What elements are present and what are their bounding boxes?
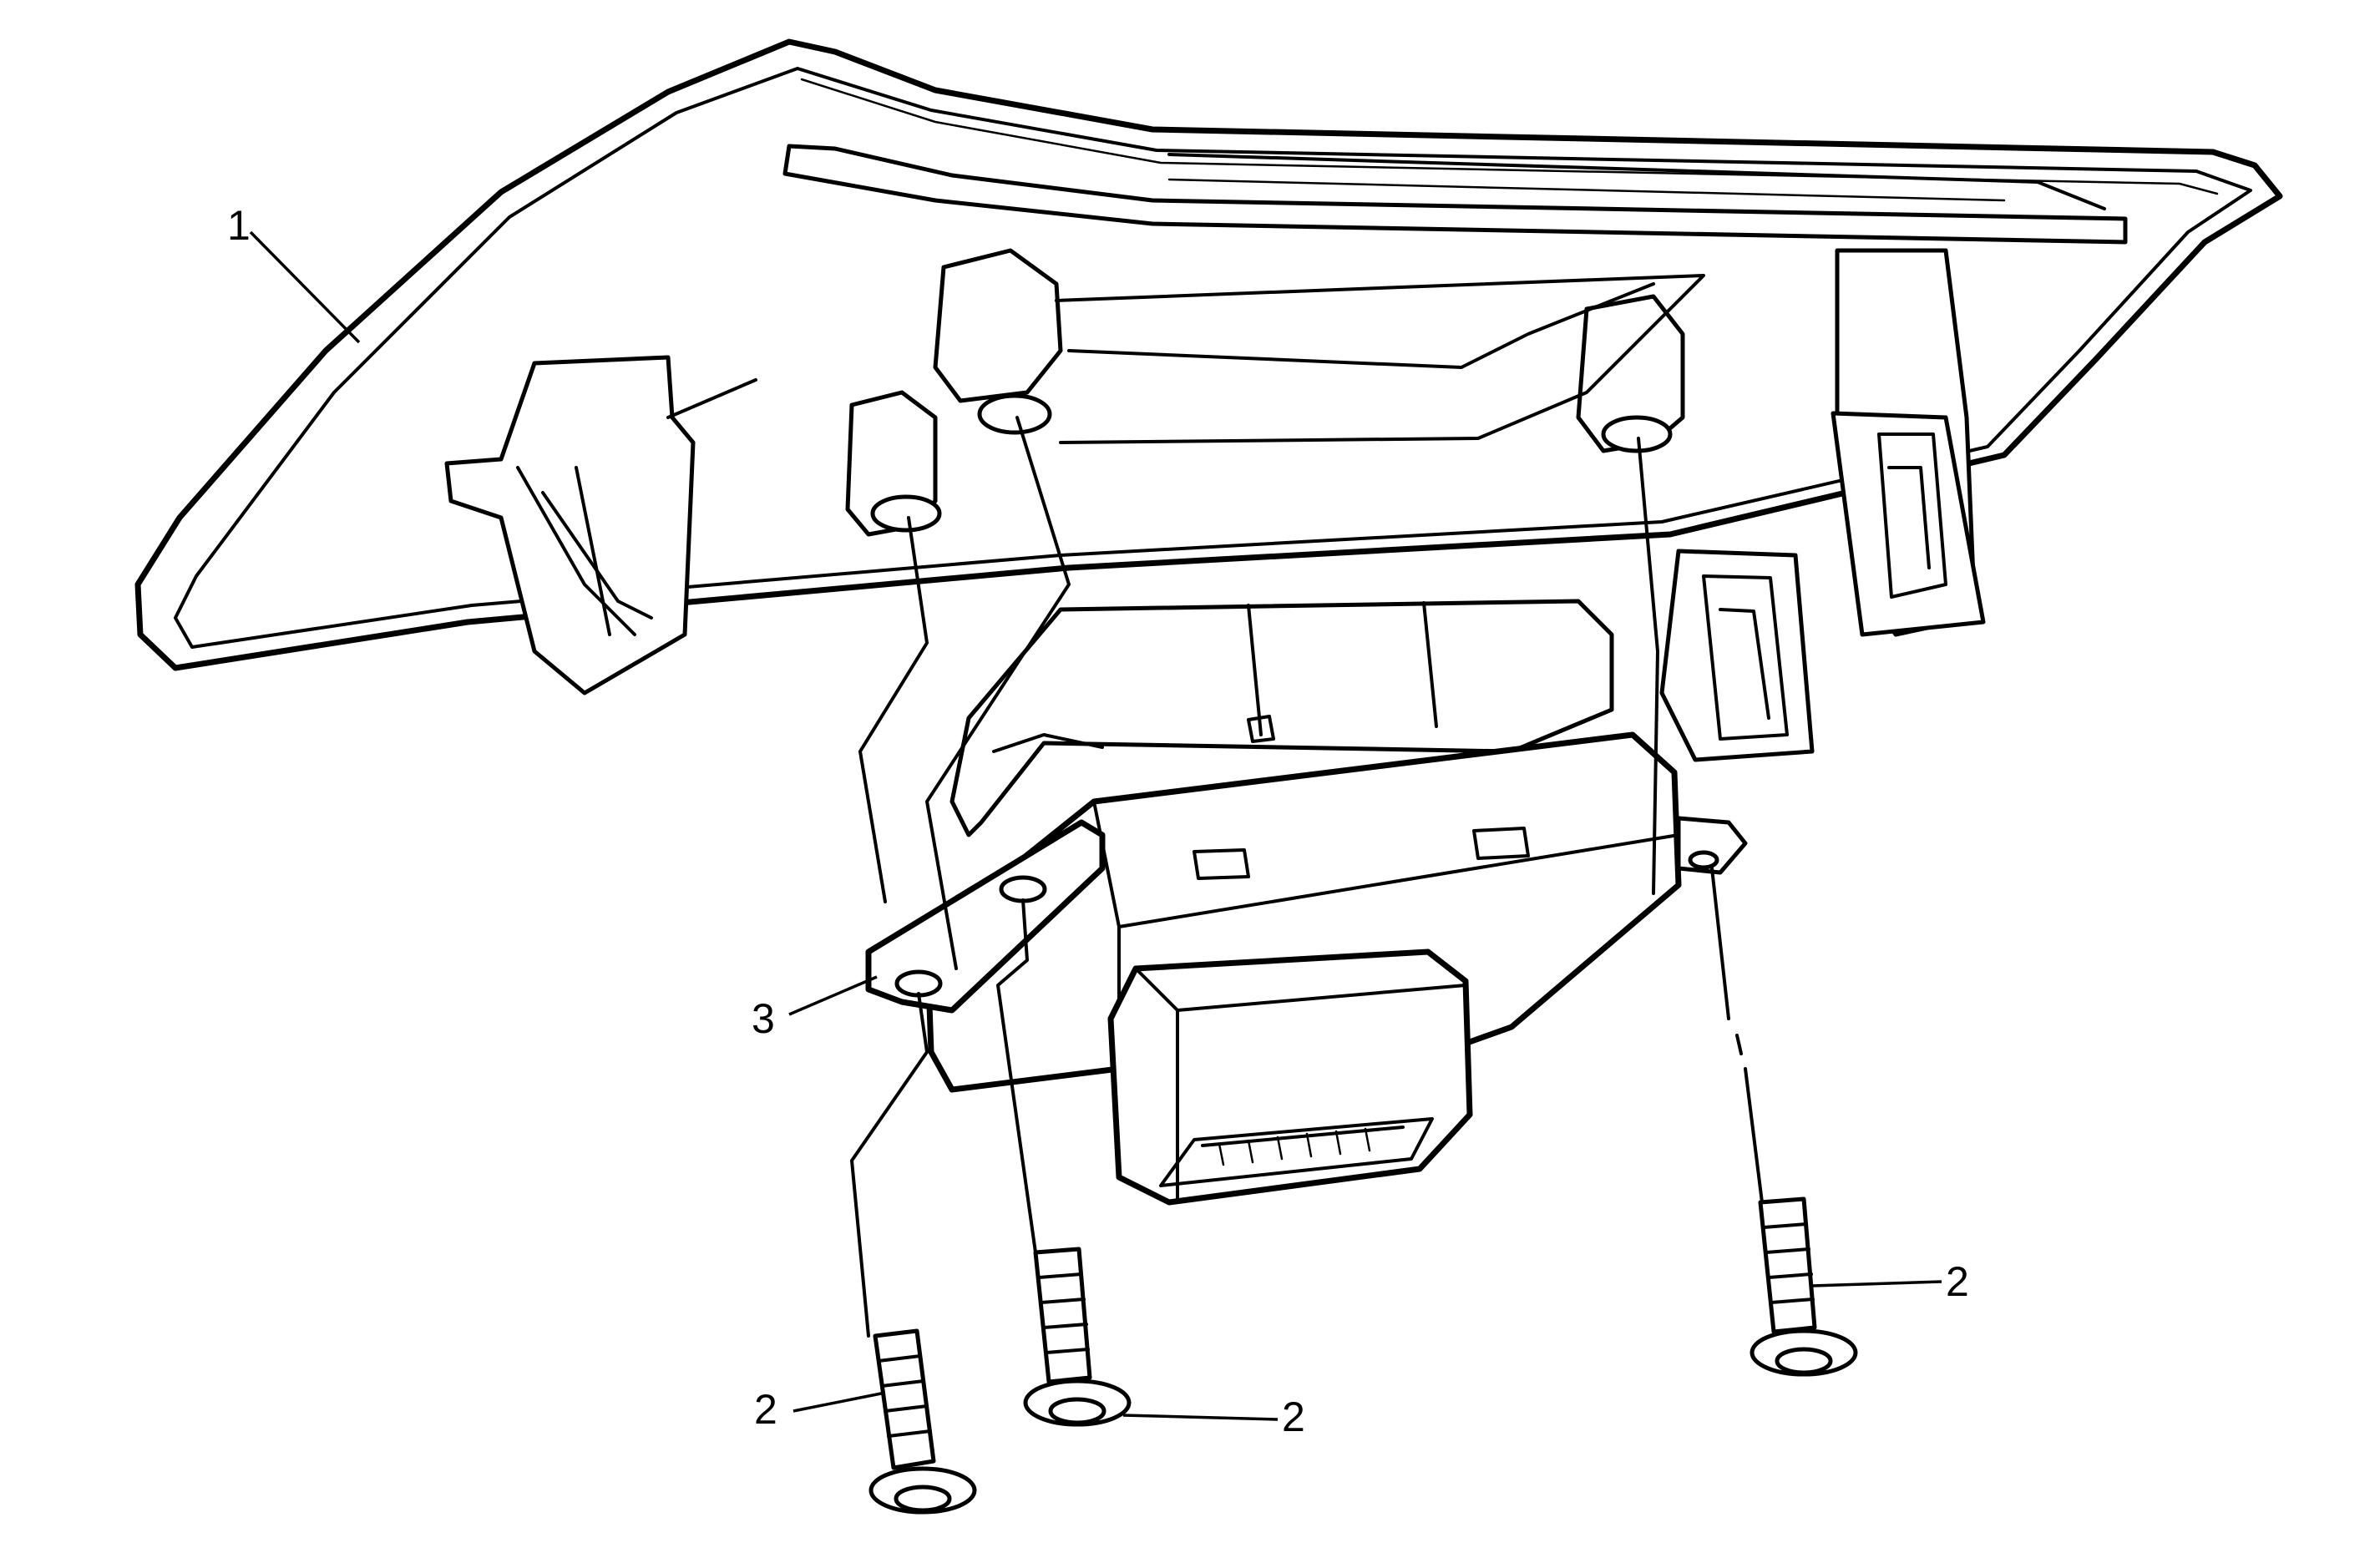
leader-3 <box>788 975 878 1016</box>
leader-lines <box>249 230 1942 1421</box>
callout-part-1: 1 <box>227 202 251 249</box>
callout-part-2-middle: 2 <box>1282 1394 1305 1440</box>
screw-right <box>1750 1196 1858 1377</box>
screw-middle <box>1023 1247 1132 1427</box>
trim-panel <box>134 38 2283 762</box>
module <box>865 599 1748 1206</box>
leader-2c <box>1811 1280 1942 1287</box>
leader-2b <box>1122 1414 1279 1421</box>
screw-left <box>868 1328 977 1515</box>
callout-part-2-right: 2 <box>1946 1258 1969 1305</box>
explode-lines <box>850 416 1764 1338</box>
callout-part-3: 3 <box>752 995 775 1042</box>
leader-2a <box>792 1391 886 1413</box>
callout-part-2-left: 2 <box>754 1386 777 1433</box>
leader-1 <box>249 230 361 344</box>
